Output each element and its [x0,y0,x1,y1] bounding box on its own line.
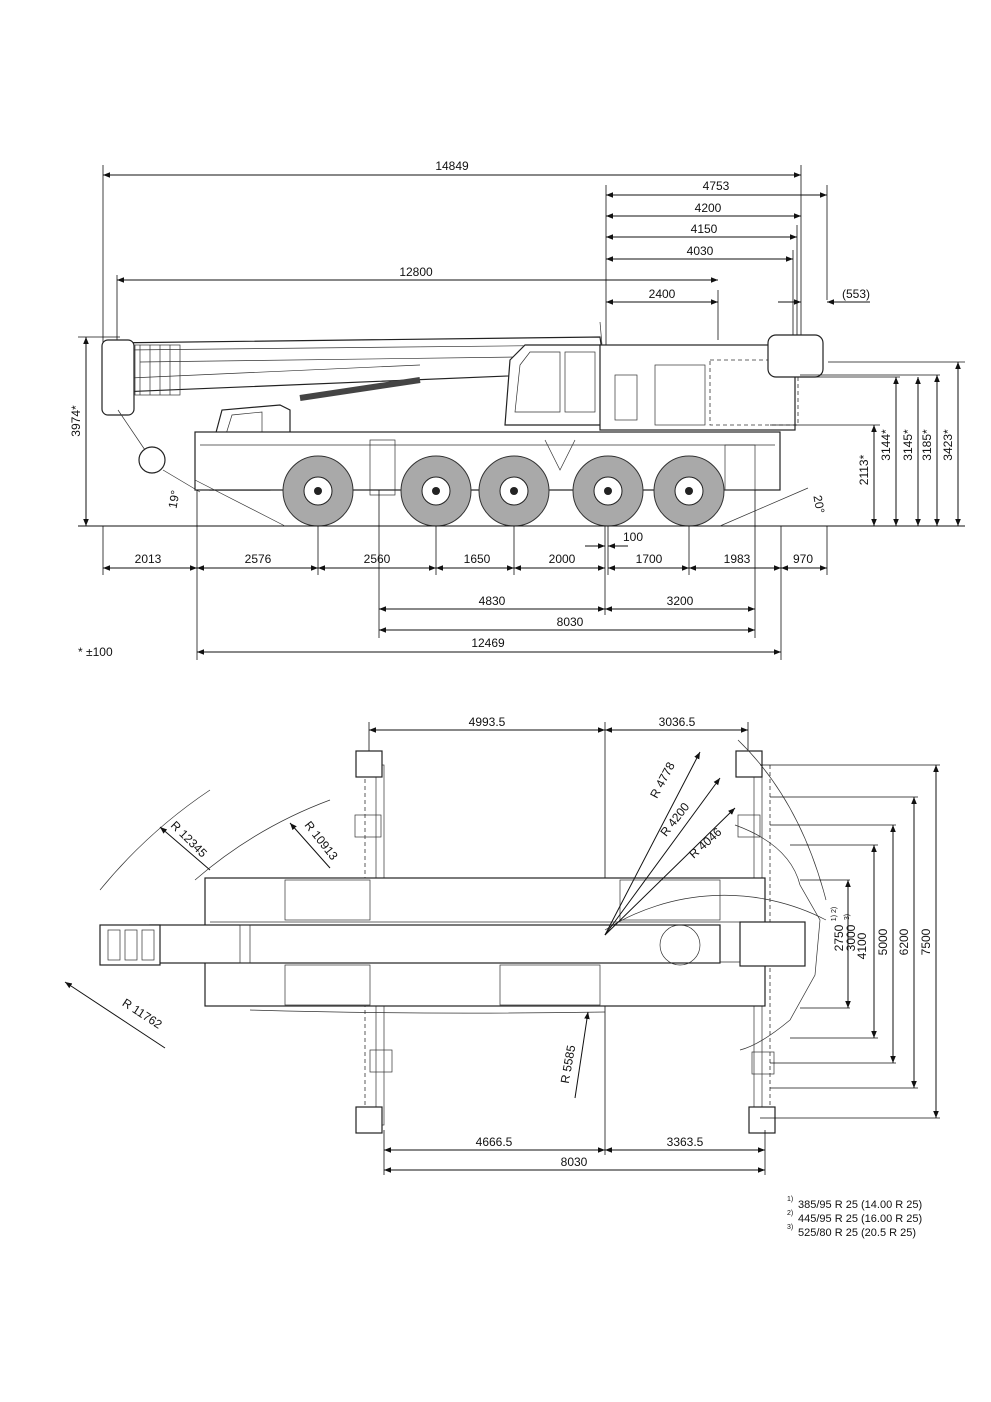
dim-8030-top: 8030 [561,1155,588,1169]
outrigger-pad-rear-right [748,1106,776,1134]
radius-5585: R 5585 [558,1044,579,1085]
outrigger-pad-front-left [355,750,383,778]
radius-4778: R 4778 [647,759,678,800]
superstructure [599,344,796,431]
dim-12469: 12469 [471,636,505,650]
side-view-labels: 14849 4753 4200 4150 4030 12800 2400 (55… [69,159,955,659]
boom-head-top [99,924,161,966]
dim-4666-5: 4666.5 [476,1135,513,1149]
width-4100: 4100 [855,932,869,959]
dim-4993-5: 4993.5 [469,715,506,729]
dim-3363-5: 3363.5 [667,1135,704,1149]
outrigger-pad-rear-left [735,750,763,778]
width-2750-footnote: 1) 2) [831,907,838,921]
boom-head [101,339,135,416]
radius-10913: R 10913 [302,818,341,863]
dim-1650: 1650 [464,552,491,566]
footnote-mark-2: 2) [787,1210,793,1217]
footnote-mark-3: 3) [787,1224,793,1231]
dim-4150: 4150 [691,222,718,236]
height-3185: 3185* [920,429,934,461]
dim-4830: 4830 [479,594,506,608]
tolerance-note: * ±100 [78,645,113,659]
counterweight-top [739,921,806,967]
wheel-5 [653,455,725,527]
radius-4046: R 4046 [686,825,724,862]
wheel-1 [282,455,354,527]
radius-11762: R 11762 [120,996,165,1032]
wheel-2 [400,455,472,527]
height-3423: 3423* [941,429,955,461]
side-view [78,165,965,660]
dim-14849: 14849 [435,159,469,173]
dim-2000: 2000 [549,552,576,566]
boom-top [149,924,721,964]
dim-553: (553) [842,287,870,301]
dim-2576: 2576 [245,552,272,566]
width-2750: 2750 [832,924,846,951]
dim-1983: 1983 [724,552,751,566]
dim-2400: 2400 [649,287,676,301]
width-3000-footnote: 3) [844,914,851,920]
outrigger-pad-front-right [355,1106,383,1134]
hook-block [138,446,166,474]
dim-1700: 1700 [636,552,663,566]
footnote-text-2: 445/95 R 25 (16.00 R 25) [798,1213,922,1225]
dim-100: 100 [623,530,643,544]
operator-cab [504,344,606,426]
width-3000: 3000 [844,924,858,951]
footnote-mark-1: 1) [787,1196,793,1203]
wheel-3 [478,455,550,527]
angle-departure: 20° [810,494,827,515]
dim-4200: 4200 [695,201,722,215]
width-7500: 7500 [919,928,933,955]
radius-4200: R 4200 [657,800,692,839]
width-5000: 5000 [876,928,890,955]
height-3974: 3974* [69,405,83,437]
height-3145: 3145* [901,429,915,461]
dim-12800: 12800 [399,265,433,279]
top-view [64,722,940,1175]
width-6200: 6200 [897,928,911,955]
height-3144: 3144* [879,429,893,461]
height-2113: 2113* [857,454,871,485]
dim-2013: 2013 [135,552,162,566]
dim-3200: 3200 [667,594,694,608]
dim-970: 970 [793,552,813,566]
footnote-text-1: 385/95 R 25 (14.00 R 25) [798,1199,922,1211]
tire-footnotes: 1) 385/95 R 25 (14.00 R 25) 2) 445/95 R … [787,1196,922,1239]
footnote-text-3: 525/80 R 25 (20.5 R 25) [798,1227,916,1239]
dim-8030-side: 8030 [557,615,584,629]
dim-2560: 2560 [364,552,391,566]
counterweight-head [767,334,824,378]
wheel-4 [572,455,644,527]
dim-4753: 4753 [703,179,730,193]
dim-4030: 4030 [687,244,714,258]
angle-approach: 19° [166,489,183,510]
dim-3036-5: 3036.5 [659,715,696,729]
